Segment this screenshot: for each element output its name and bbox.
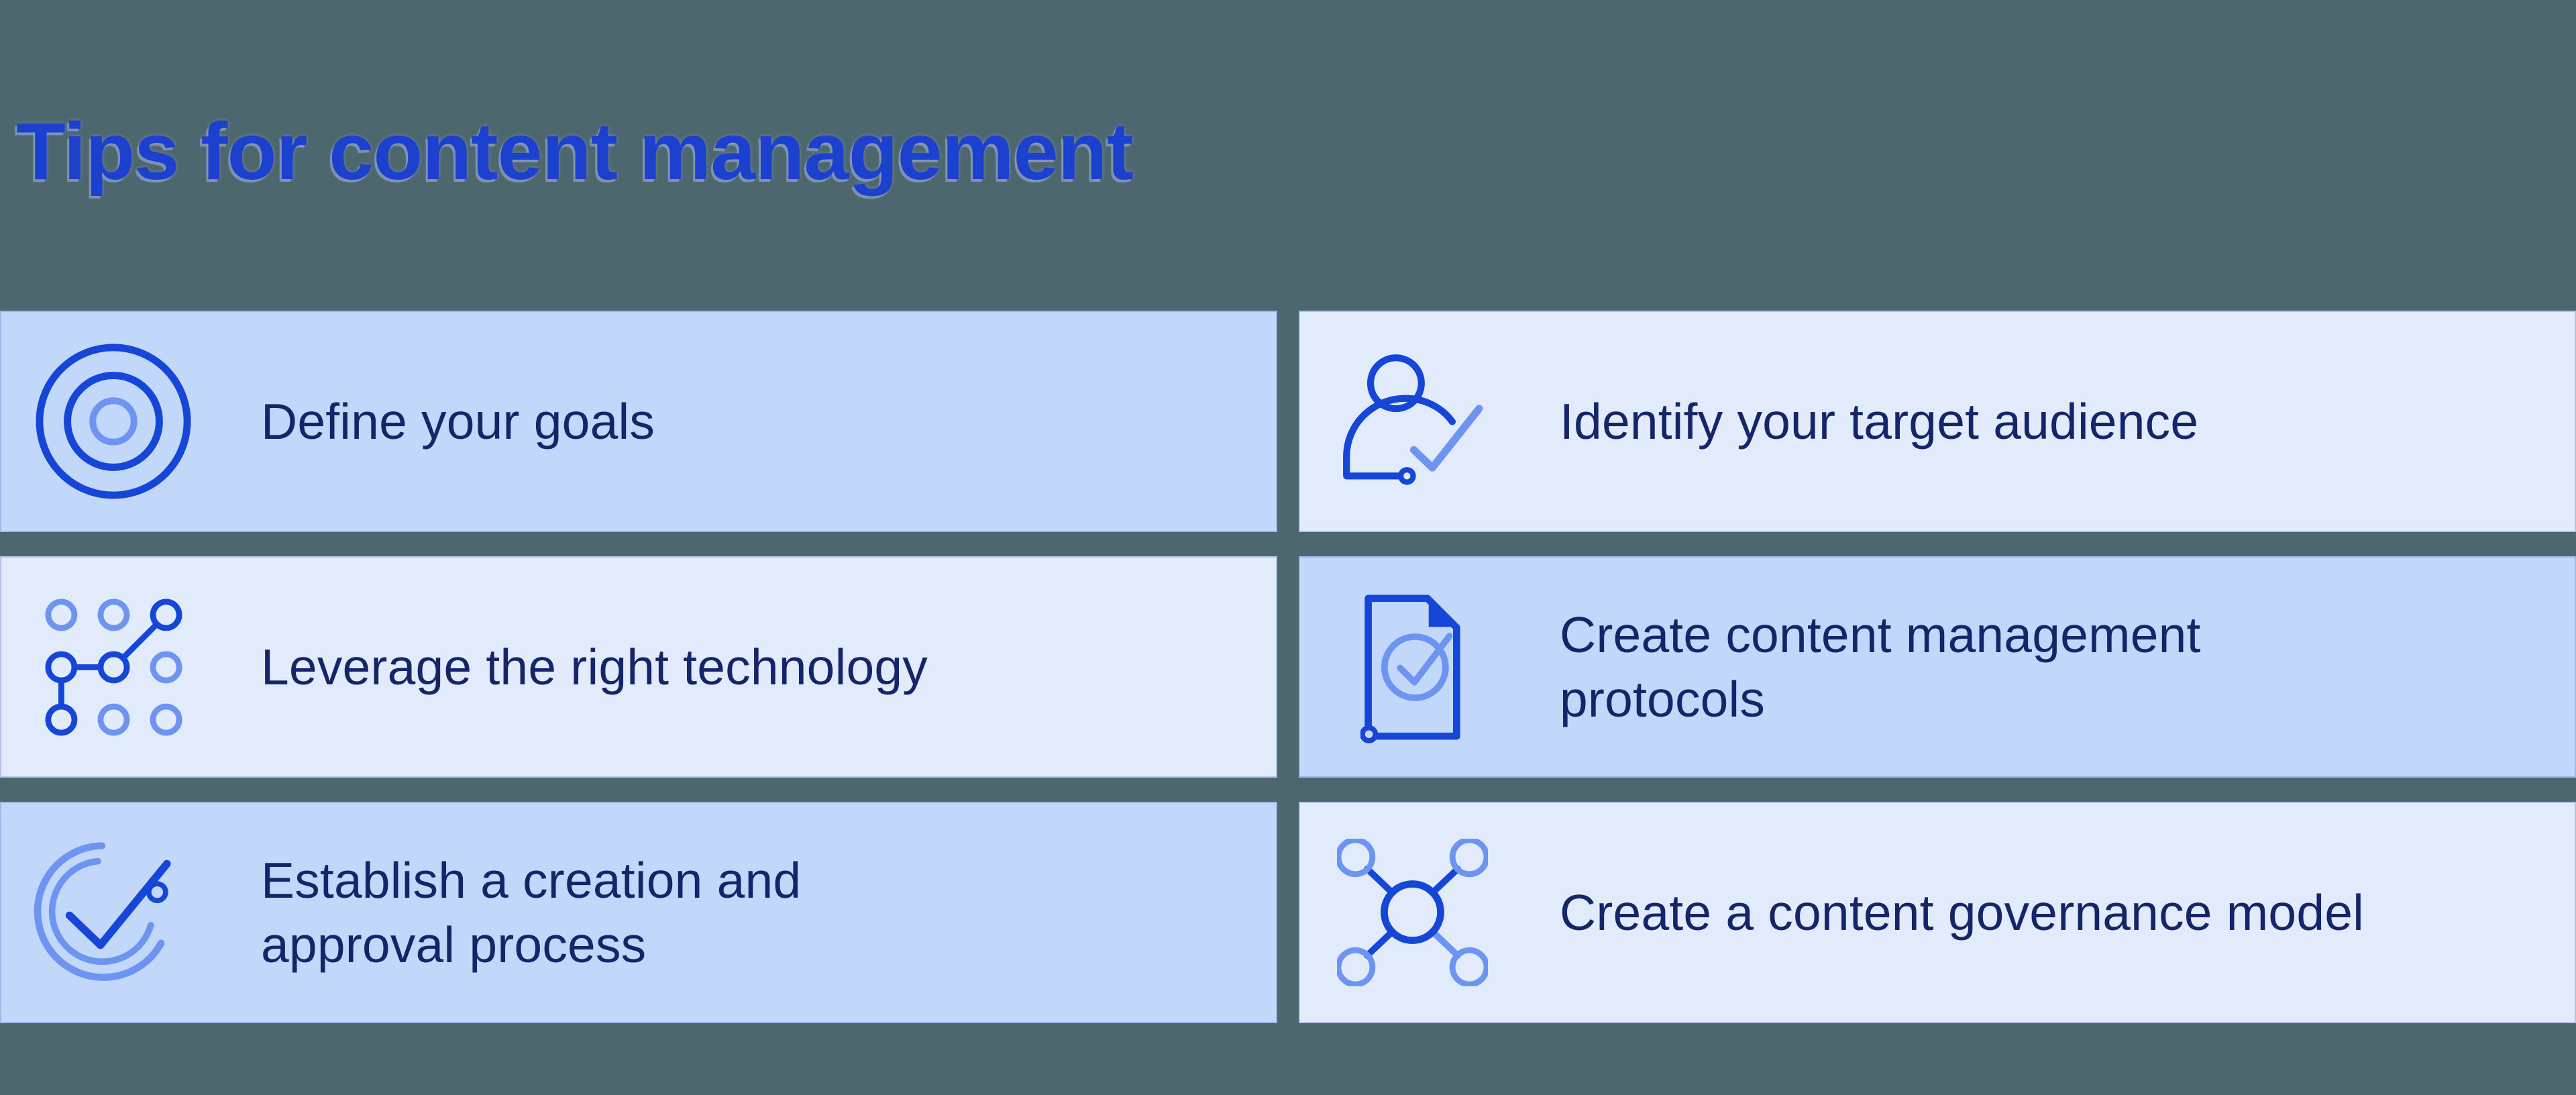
icon-slot [30,829,197,996]
tile-label: Establish a creation and approval proces… [261,852,802,973]
tile-label: Define your goals [261,393,655,450]
tile-label: Leverage the right technology [261,639,928,695]
target-icon [36,344,191,499]
tile-label: Create a content governance model [1560,884,2365,941]
tile-label: Identify your target audience [1560,393,2199,450]
circular-check-icon [34,841,171,981]
tile-creation-approval: Establish a creation and approval proces… [0,802,1277,1023]
tile-leverage-technology: Leverage the right technology [0,556,1277,778]
page-title: Tips for content management [16,105,1134,197]
tile-management-protocols: Create content management protocols [1299,556,2576,778]
tile-label: Create content management protocols [1560,607,2201,727]
connected-nodes-icon [44,598,182,736]
icon-slot [30,583,197,751]
network-icon [1336,839,1488,986]
document-check-icon [1360,594,1460,743]
icon-slot [1328,337,1496,505]
icon-slot [30,337,197,505]
tile-governance-model: Create a content governance model [1299,802,2576,1023]
icon-slot [1328,829,1496,996]
tile-identify-audience: Identify your target audience [1299,311,2576,532]
person-check-icon [1342,354,1483,485]
tips-grid: Define your goals Identify your target a… [0,311,2576,1023]
tile-define-goals: Define your goals [0,311,1277,532]
icon-slot [1328,583,1496,751]
